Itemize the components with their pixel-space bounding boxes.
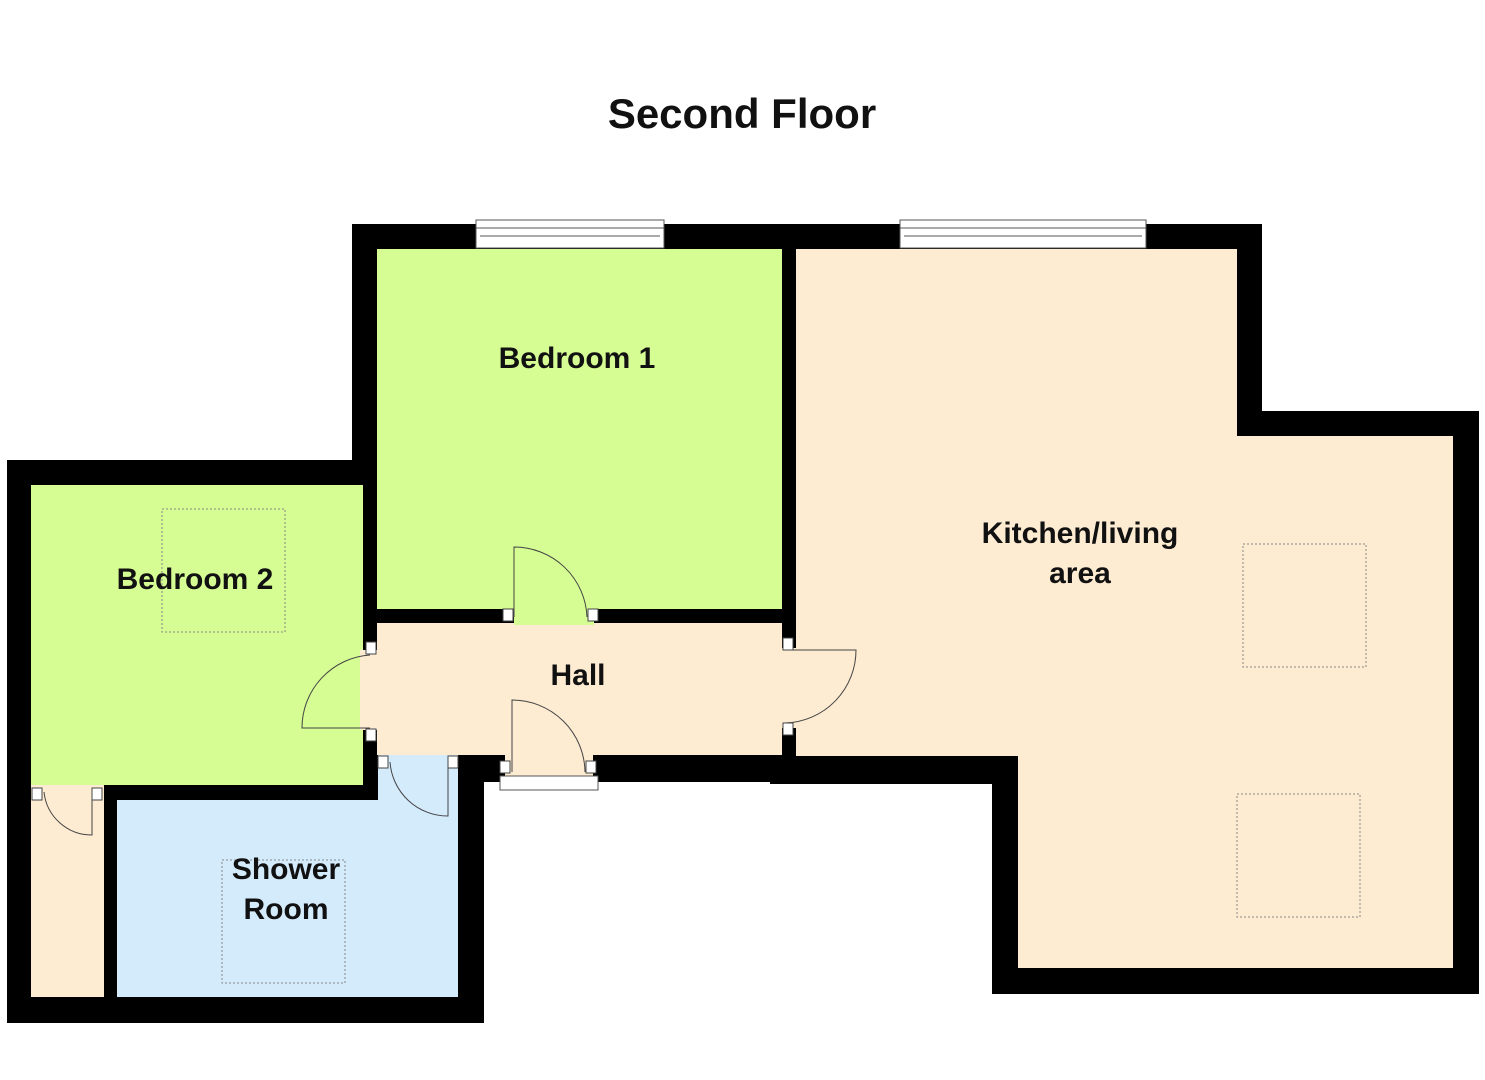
entrance-door-opening [505, 755, 593, 777]
cupboard-door-swing [43, 791, 93, 836]
skylight-bedroom2 [161, 508, 286, 633]
skylight-shower [221, 859, 346, 984]
kitchen-door-opening [779, 648, 799, 728]
kitchen-door-swing [784, 649, 857, 724]
skylight-kitchen-lower [1236, 793, 1361, 918]
shower-floor [117, 800, 458, 997]
door-swings [43, 546, 857, 836]
bedroom2-cupboard-gap [31, 785, 104, 801]
window-kitchen [899, 219, 1147, 249]
bedroom1-door-swing [513, 546, 588, 618]
skylights [161, 508, 1367, 984]
window-bedroom1 [475, 219, 665, 249]
bedroom2-door-swing [301, 654, 371, 729]
bedroom2-floor [31, 485, 363, 785]
bedroom2-label: Bedroom 2 [117, 563, 274, 596]
hall-floor [377, 623, 782, 755]
hall-label: Hall [550, 659, 605, 692]
shower-label-line1: Shower [232, 853, 341, 886]
shower-door-swing [389, 761, 449, 817]
skylight-kitchen-upper [1242, 543, 1367, 668]
floor-title: Second Floor [608, 90, 876, 137]
cupboard-floor [31, 800, 104, 997]
entrance-door-swing [511, 699, 586, 773]
bedroom1-label: Bedroom 1 [499, 342, 656, 375]
door-jambs [31, 608, 794, 801]
bedroom1-door-opening [514, 605, 594, 625]
shower-label-line2: Room [244, 893, 329, 926]
entrance-threshold [499, 775, 599, 791]
shower-entry-floor [378, 755, 458, 803]
kitchen-label-line1: Kitchen/living [982, 517, 1179, 550]
bedroom2-door-opening [360, 650, 380, 730]
kitchen-floor [796, 249, 1453, 968]
kitchen-label-line2: area [1049, 557, 1111, 590]
bedroom1-floor [377, 249, 782, 609]
